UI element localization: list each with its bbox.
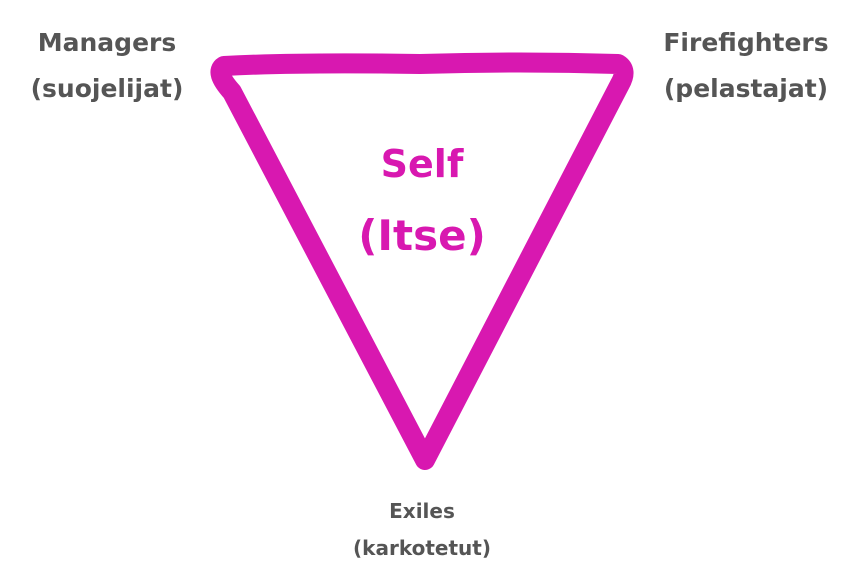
firefighters-label: Firefighters (pelastajat) [663,20,828,112]
exiles-subtitle: (karkotetut) [353,536,491,560]
self-subtitle: (Itse) [358,211,486,260]
managers-label: Managers (suojelijat) [31,20,184,112]
firefighters-title: Firefighters [663,28,829,57]
firefighters-subtitle: (pelastajat) [663,74,829,103]
self-title: Self [380,142,464,186]
exiles-label: Exiles (karkotetut) [353,493,491,567]
managers-title: Managers [37,28,177,57]
inverted-triangle [210,52,634,470]
managers-subtitle: (suojelijat) [30,74,184,103]
exiles-title: Exiles [389,499,455,523]
